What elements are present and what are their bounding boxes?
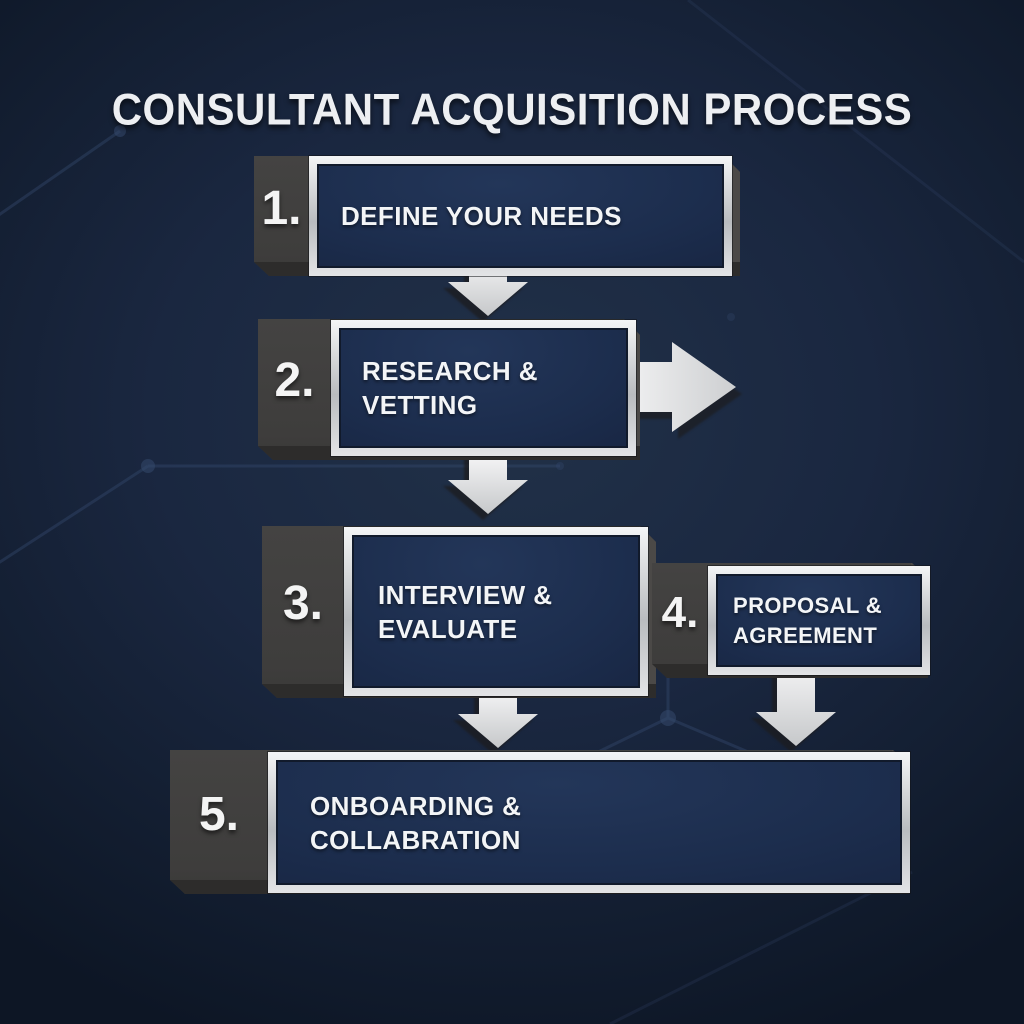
- step-4-label-line1: PROPOSAL &: [733, 592, 883, 618]
- step-1-panel-inner: DEFINE YOUR NEEDS: [317, 164, 724, 268]
- step-3-number: 3.: [282, 577, 324, 630]
- down-arrow-icon: [448, 452, 528, 514]
- step-5-label: ONBOARDING & COLLABRATION: [278, 789, 900, 857]
- step-5-number: 5.: [198, 788, 240, 841]
- step-1-number: 1.: [261, 181, 302, 235]
- down-arrow-icon: [756, 658, 836, 746]
- step-2-label-line2: VETTING: [362, 390, 478, 420]
- step-4-label: PROPOSAL & AGREEMENT: [718, 591, 920, 651]
- step-5-panel: ONBOARDING & COLLABRATION: [268, 752, 910, 893]
- step-3-panel-inner: INTERVIEW & EVALUATE: [352, 535, 640, 688]
- page-title: CONSULTANT ACQUISITION PROCESS: [111, 84, 913, 135]
- step-1-label-line1: DEFINE YOUR NEEDS: [341, 201, 622, 231]
- right-arrow-icon: [618, 342, 736, 432]
- step-2-number: 2.: [274, 353, 315, 407]
- down-arrow-icon: [448, 254, 528, 316]
- step-2-panel: RESEARCH & VETTING: [331, 320, 636, 456]
- step-2-label-line1: RESEARCH &: [362, 356, 538, 386]
- step-1-panel: DEFINE YOUR NEEDS: [309, 156, 732, 276]
- step-4-panel-inner: PROPOSAL & AGREEMENT: [716, 574, 922, 667]
- step-2-label: RESEARCH & VETTING: [341, 354, 626, 422]
- step-1-label: DEFINE YOUR NEEDS: [319, 199, 722, 233]
- step-4-number: 4.: [661, 587, 699, 637]
- step-3-panel: INTERVIEW & EVALUATE: [344, 527, 648, 696]
- step-5-panel-inner: ONBOARDING & COLLABRATION: [276, 760, 902, 885]
- step-2-panel-inner: RESEARCH & VETTING: [339, 328, 628, 448]
- step-5-label-line1: ONBOARDING &: [310, 790, 522, 821]
- step-3-label: INTERVIEW & EVALUATE: [354, 578, 638, 646]
- step-4-label-line2: AGREEMENT: [733, 622, 878, 648]
- step-3-label-line2: EVALUATE: [378, 613, 518, 644]
- step-4-panel: PROPOSAL & AGREEMENT: [708, 566, 930, 675]
- down-arrow-icon: [458, 686, 538, 748]
- step-5-label-line2: COLLABRATION: [310, 824, 521, 855]
- step-3-label-line1: INTERVIEW &: [378, 579, 553, 610]
